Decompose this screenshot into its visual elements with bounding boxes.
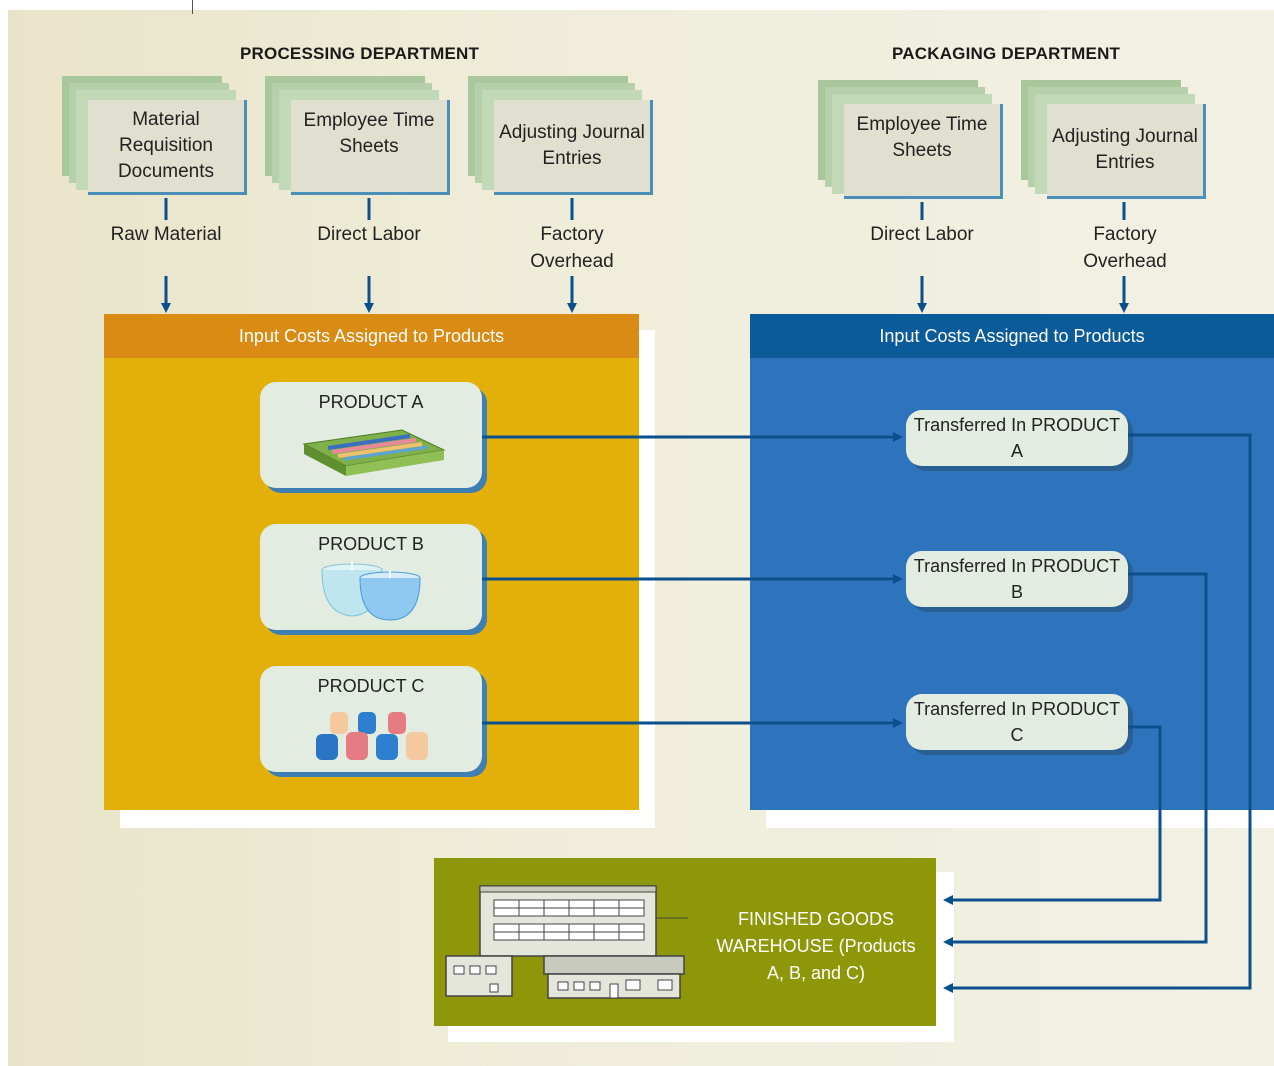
top-divider-tick <box>192 0 193 14</box>
packaging-doc-adjusting-journal-entries: Adjusting Journal Entries <box>1021 80 1211 200</box>
candle-bowls-icon <box>321 562 421 621</box>
product-label: PRODUCT C <box>317 676 425 696</box>
doc-label: Adjusting Journal Entries <box>1047 104 1206 199</box>
product-card-a: PRODUCT A <box>260 382 482 488</box>
arrow-transfer-c-warehouse <box>943 725 1162 905</box>
processing-department-title: PROCESSING DEPARTMENT <box>240 44 480 63</box>
product-card-b: PRODUCT B <box>260 524 482 630</box>
flow-label-raw-material: Raw Material <box>110 224 222 245</box>
flow-label-factory-overhead: Factory Overhead <box>530 224 614 272</box>
flow-label-direct-labor: Direct Labor <box>317 224 421 245</box>
crayon-box-icon <box>302 429 446 476</box>
arrow-transfer-b-warehouse <box>943 572 1208 947</box>
packaging-department-title: PACKAGING DEPARTMENT <box>892 44 1121 63</box>
doc-label: Employee Time Sheets <box>291 100 450 195</box>
processing-panel-header: Input Costs Assigned to Products <box>104 314 639 358</box>
processing-doc-material-requisition: Material Requisition Documents <box>62 76 252 196</box>
packaging-doc-employee-time-sheets: Employee Time Sheets <box>818 80 1008 200</box>
processing-doc-adjusting-journal-entries: Adjusting Journal Entries <box>468 76 658 196</box>
votive-candles-icon <box>316 712 428 760</box>
packaging-panel-header: Input Costs Assigned to Products <box>750 314 1274 358</box>
doc-label: Employee Time Sheets <box>844 104 1003 199</box>
product-label: PRODUCT A <box>318 392 424 412</box>
transfer-card-a: Transferred In PRODUCT A <box>906 410 1128 466</box>
doc-label: Adjusting Journal Entries <box>494 100 653 195</box>
flow-label-direct-labor-packaging: Direct Labor <box>870 224 974 245</box>
arrow-transfer-a-warehouse <box>943 433 1252 993</box>
finished-goods-warehouse: FINISHED GOODS WAREHOUSE (Products A, B,… <box>434 858 936 1026</box>
product-card-c: PRODUCT C <box>260 666 482 772</box>
processing-doc-employee-time-sheets: Employee Time Sheets <box>265 76 455 196</box>
warehouse-label: FINISHED GOODS WAREHOUSE (Products A, B,… <box>716 909 916 983</box>
flow-label-factory-overhead-packaging: Factory Overhead <box>1083 224 1167 272</box>
transfer-card-b: Transferred In PRODUCT B <box>906 551 1128 607</box>
warehouse-building-icon <box>445 885 688 999</box>
doc-label: Material Requisition Documents <box>88 100 247 195</box>
product-label: PRODUCT B <box>318 534 424 554</box>
transfer-card-c: Transferred In PRODUCT C <box>906 694 1128 750</box>
